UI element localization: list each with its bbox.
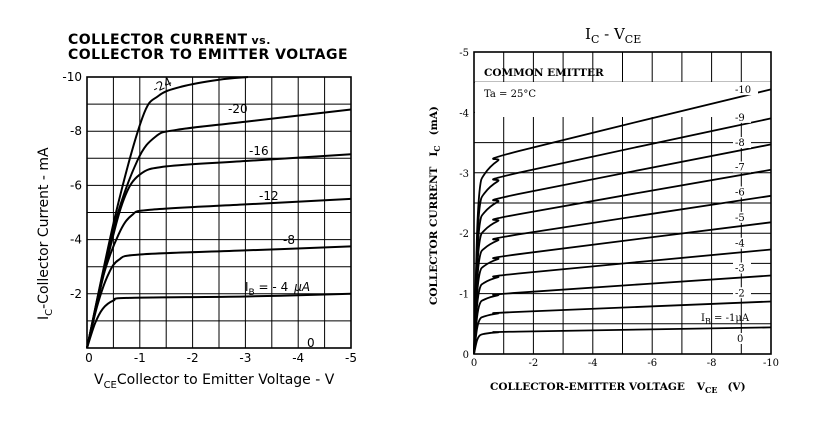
right-curve-label: -9 [735, 113, 745, 124]
left-curve-label: -20 [228, 102, 248, 116]
right-y-tick-label: -2 [459, 229, 469, 240]
left-y-tick-label: -10 [62, 70, 82, 84]
left-curve-label: -24 [150, 75, 174, 96]
left-title-line2: COLLECTOR TO EMITTER VOLTAGE [68, 47, 348, 63]
right-y-ticks: -5 -4 -3 -2 -1 0 [459, 48, 469, 361]
right-x-tick-label: 0 [471, 358, 477, 369]
right-x-tick-label: -4 [588, 358, 598, 369]
right-curve-label-bg [733, 262, 751, 274]
right-chart: IC - VCE -5-4-3-2-10 0-2-4-6-8-10 -10-9-… [428, 25, 779, 395]
left-y-tick-label: -8 [70, 124, 82, 138]
right-curve-label: -2 [735, 288, 745, 299]
right-curve-label: -3 [735, 263, 745, 274]
left-x-tick-label: 0 [85, 351, 93, 365]
right-annotation-bg [475, 82, 771, 117]
left-y-tick-label: -4 [70, 233, 82, 247]
right-annotation-common-emitter: COMMON EMITTER [484, 67, 604, 79]
left-x-tick-label: -4 [292, 351, 304, 365]
left-grid [87, 77, 351, 348]
right-y-tick-label: -1 [459, 290, 469, 301]
right-ib-label: IB = -1μA [701, 313, 750, 326]
left-plot-frame [86, 76, 352, 349]
left-curve-ib-m8 [86, 245, 352, 349]
left-curve-ib-m20 [86, 108, 352, 349]
right-curve-label-bg [733, 161, 751, 173]
right-y-tick-label: -5 [459, 48, 469, 59]
right-curve-label-bg [733, 186, 751, 198]
right-x-tick-label: -6 [647, 358, 657, 369]
right-curve-labels: -10 -9 -8 -7 -6 -5 -4 -3 -2 0 [733, 84, 758, 345]
right-curve-label: -8 [735, 138, 745, 149]
right-curve-label: 0 [737, 334, 743, 345]
left-curve-ib-m12 [86, 197, 352, 349]
left-x-axis-label: VCECollector to Emitter Voltage - V [94, 372, 335, 391]
right-x-ticks: 0 -2 -4 -6 -8 -10 [471, 358, 779, 369]
left-y-tick-label: -2 [70, 287, 82, 301]
right-curve-label-bg [733, 84, 758, 96]
left-curve-label: -12 [259, 189, 279, 203]
right-y-tick-label: -4 [459, 108, 469, 119]
right-curve-label: -10 [735, 85, 751, 96]
left-curve-ib-m4 [86, 292, 352, 349]
right-curves [473, 88, 772, 355]
right-curve-ib-m6 [473, 194, 772, 355]
right-curve-label-bg [733, 137, 751, 149]
right-curve-label-bg [733, 211, 751, 223]
right-curve-label-bg [733, 237, 751, 249]
left-curve-label: -8 [283, 233, 295, 247]
right-curve-ib-m1 [473, 326, 772, 355]
left-x-tick-label: -5 [345, 351, 357, 365]
right-curve-ib-m5 [473, 221, 772, 355]
right-y-tick-label: -3 [459, 169, 469, 180]
right-curve-ib-m3 [473, 274, 772, 355]
left-curves [86, 76, 352, 349]
left-curve-ib-m16 [86, 153, 352, 349]
left-x-ticks: 0 -1 -2 -3 -4 -5 [85, 351, 357, 365]
right-curve-ib-m4 [473, 248, 772, 355]
left-y-axis-label: IC-Collector Current - mA [36, 147, 55, 320]
right-curve-label: -7 [735, 162, 745, 173]
left-curve-label: 0 [307, 336, 315, 350]
right-x-tick-label: -2 [529, 358, 539, 369]
right-curve-label-bg [735, 333, 746, 344]
right-curve-label-bg [733, 111, 751, 123]
right-curve-label: -6 [735, 187, 745, 198]
right-y-tick-label: 0 [463, 350, 469, 361]
right-y-axis-label: COLLECTOR CURRENTIC(mA) [428, 106, 442, 305]
right-curve-ib-m2 [473, 300, 772, 355]
right-title: IC - VCE [585, 25, 641, 46]
left-x-tick-label: -3 [239, 351, 251, 365]
right-curve-label: -5 [735, 213, 745, 224]
right-curve-label-bg [733, 287, 751, 299]
right-curve-label: -4 [735, 239, 745, 250]
right-annotation-temp: Ta = 25°C [484, 89, 536, 100]
left-x-tick-label: -2 [187, 351, 199, 365]
left-x-tick-label: -1 [134, 351, 146, 365]
left-y-tick-label: -6 [70, 178, 82, 192]
left-y-ticks: -10 -8 -6 -4 -2 [62, 70, 82, 301]
right-x-tick-label: -10 [763, 358, 779, 369]
right-x-tick-label: -8 [707, 358, 717, 369]
right-plot-frame [473, 51, 772, 355]
left-curve-label: -16 [249, 144, 269, 158]
